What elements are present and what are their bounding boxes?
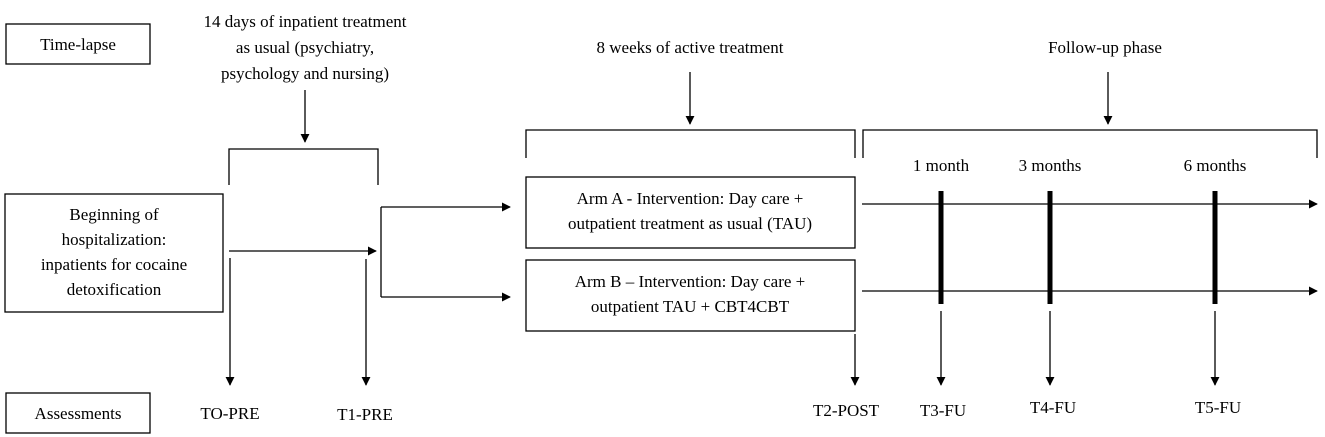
arm-a-line-2: outpatient treatment as usual (TAU) <box>568 214 812 233</box>
inpatient-period-header: 14 days of inpatient treatment as usual … <box>204 12 407 185</box>
time-lapse-box: Time-lapse <box>5 23 151 65</box>
assessment-t2-label: T2-POST <box>813 401 880 420</box>
inpatient-line-1: 14 days of inpatient treatment <box>204 12 407 31</box>
time-lapse-label: Time-lapse <box>40 35 116 54</box>
assessment-t0-label: TO-PRE <box>200 404 259 423</box>
beginning-line-3: inpatients for cocaine <box>41 255 187 274</box>
assessment-t4-label: T4-FU <box>1030 398 1076 417</box>
assessments-label: Assessments <box>35 404 122 423</box>
beginning-line-2: hospitalization: <box>62 230 167 249</box>
beginning-line-4: detoxification <box>67 280 162 299</box>
arm-a-line-1: Arm A - Intervention: Day care + <box>577 189 804 208</box>
assessment-t5-label: T5-FU <box>1195 398 1241 417</box>
assessments-box: Assessments <box>5 392 151 434</box>
beginning-line-1: Beginning of <box>69 205 159 224</box>
active-treatment-header: 8 weeks of active treatment <box>525 38 856 158</box>
assessment-t1-label: T1-PRE <box>337 405 393 424</box>
arm-b-line-2: outpatient TAU + CBT4CBT <box>591 297 790 316</box>
arm-b-line-1: Arm B – Intervention: Day care + <box>575 272 806 291</box>
follow-up-time-2: 3 months <box>1019 156 1082 175</box>
beginning-box: Beginning of hospitalization: inpatients… <box>4 193 224 313</box>
arm-a-box: Arm A - Intervention: Day care + outpati… <box>525 176 856 249</box>
follow-up-time-1: 1 month <box>913 156 970 175</box>
inpatient-line-3: psychology and nursing) <box>221 64 389 83</box>
arm-b-box: Arm B – Intervention: Day care + outpati… <box>525 259 856 332</box>
follow-up-label: Follow-up phase <box>1048 38 1162 57</box>
follow-up-time-3: 6 months <box>1184 156 1247 175</box>
follow-up-bracket <box>862 129 1318 158</box>
assessment-t3-label: T3-FU <box>920 401 966 420</box>
inpatient-bracket <box>228 148 379 185</box>
active-treatment-label: 8 weeks of active treatment <box>597 38 784 57</box>
inpatient-line-2: as usual (psychiatry, <box>236 38 374 57</box>
follow-up-header: Follow-up phase <box>862 38 1318 158</box>
active-treatment-bracket <box>525 129 856 158</box>
